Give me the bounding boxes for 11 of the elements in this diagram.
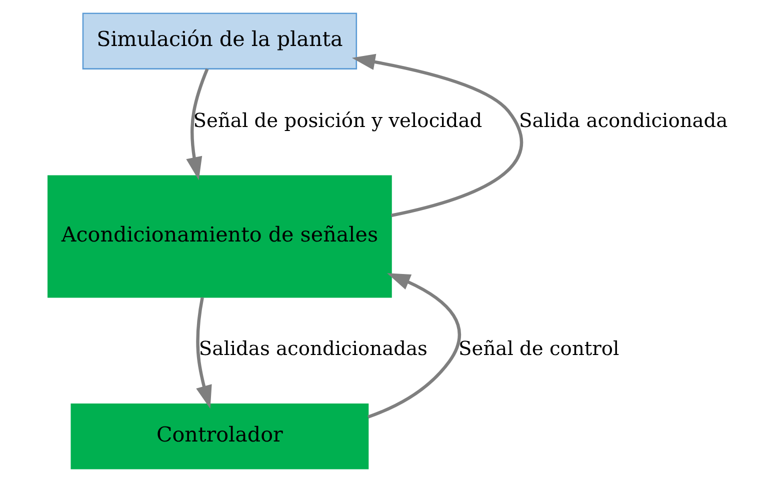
arrow	[366, 273, 460, 418]
node-box: Acondicionamiento de señales	[47, 175, 392, 298]
edge-label: Señal de control	[458, 337, 619, 360]
arrow	[186, 68, 208, 180]
node-box: Simulación de la planta	[82, 12, 357, 70]
edge-label: Señal de posición y velocidad	[192, 108, 482, 132]
edge-label: Salida acondicionada	[518, 108, 728, 132]
edge-label: Salidas acondicionadas	[198, 337, 427, 360]
arrow	[196, 297, 212, 409]
node-box: Controlador	[70, 404, 368, 470]
arrow	[351, 54, 522, 218]
